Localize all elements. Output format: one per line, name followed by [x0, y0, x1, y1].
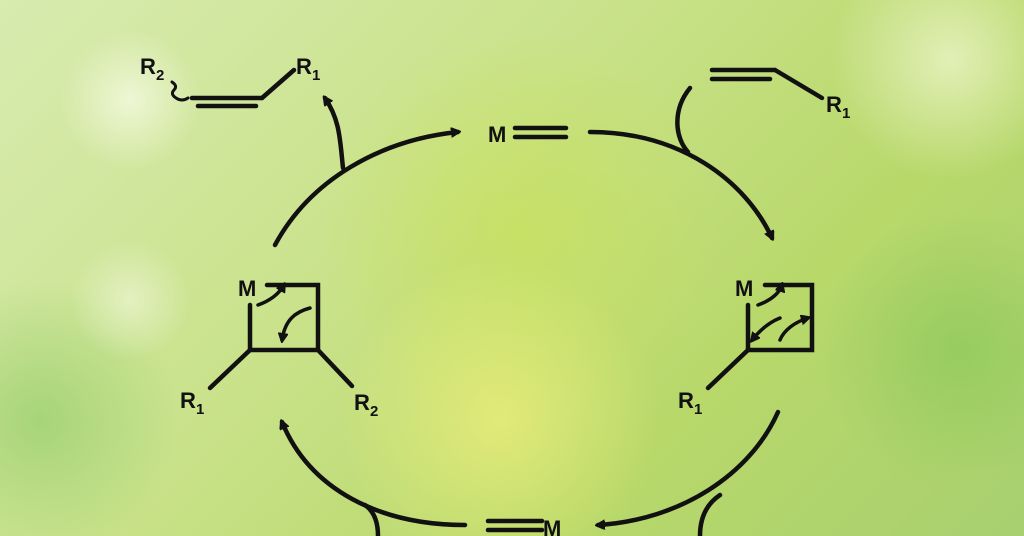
metal-label-bottom: M: [543, 516, 561, 536]
svg-text:1: 1: [842, 105, 850, 122]
metal-label-right: M: [735, 276, 753, 301]
metallacyclobutane-right: [705, 285, 815, 391]
arc-bottom-left: [282, 422, 468, 528]
arc-bottom-right: [598, 409, 781, 525]
release-arrow: [325, 98, 346, 171]
metal-label-top: M: [488, 122, 506, 147]
svg-text:R: R: [140, 54, 156, 79]
alkene-incoming-branch: [675, 85, 693, 155]
svg-text:R: R: [826, 92, 842, 117]
svg-text:2: 2: [156, 67, 164, 84]
alkene-release-branch-right: [697, 492, 723, 536]
svg-text:R: R: [180, 388, 196, 413]
arc-top-right: [587, 129, 772, 238]
svg-text:1: 1: [196, 401, 204, 418]
alkene-incoming-branch-left: [362, 502, 381, 536]
svg-text:R: R: [354, 390, 370, 415]
svg-text:1: 1: [694, 401, 702, 418]
svg-text:1: 1: [312, 67, 320, 84]
svg-text:2: 2: [370, 403, 378, 420]
product-alkene: [170, 67, 297, 109]
svg-text:R: R: [678, 388, 694, 413]
metal-label-left: M: [238, 276, 256, 301]
substrate-alkene: [709, 67, 825, 101]
svg-text:R: R: [296, 54, 312, 79]
metallacyclobutane-left: [207, 285, 355, 391]
arc-top-left: [272, 132, 458, 248]
